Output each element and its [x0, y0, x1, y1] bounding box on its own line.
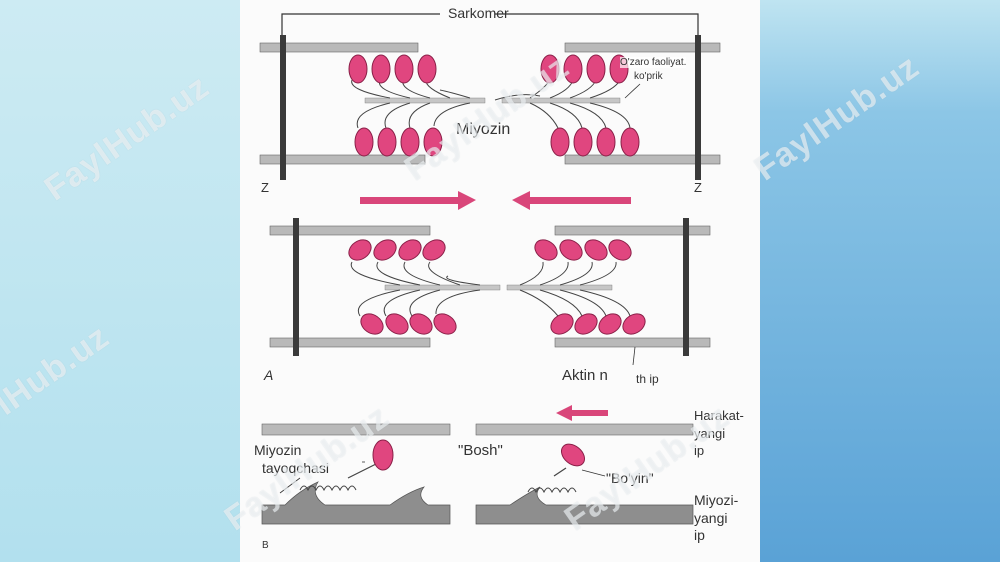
myosin-filament-label-line2: yangi — [694, 510, 728, 526]
actin-filament — [554, 337, 711, 348]
sarkomer-label: Sarkomer — [448, 5, 509, 21]
myosin-filament — [384, 284, 501, 291]
top-sarcomere — [259, 35, 721, 180]
myosin-rod-label-line1: Miyozin — [254, 442, 302, 458]
myosin-filament-label-line1: Miyozi- — [694, 492, 739, 508]
myosin-filament — [364, 97, 486, 104]
actin-filament — [269, 225, 431, 236]
cross-bridge-label-line1: O'zaro faoliyat. — [620, 57, 687, 68]
actin-filament — [269, 337, 431, 348]
neck-label: "Bo'yin" — [606, 470, 654, 486]
z-label-right: Z — [694, 180, 702, 195]
z-line — [293, 218, 299, 356]
actin-filament-label-line1: Harakat- — [694, 408, 744, 423]
z-label-left: Z — [261, 180, 269, 195]
actin-filament-label-line3: ip — [694, 443, 705, 458]
myosin-filament-label-line3: ip — [694, 527, 705, 543]
contraction-arrows — [360, 191, 631, 210]
z-line — [280, 35, 286, 180]
actin-filament-label-line2: yangi — [694, 426, 726, 441]
cross-bridge-label-line2: ko'prik — [634, 71, 663, 82]
myosin-filament — [501, 97, 621, 104]
z-line — [695, 35, 701, 180]
panel-a-label: A — [264, 367, 274, 383]
middle-sarcomere — [269, 218, 711, 366]
myosin-filament — [506, 284, 613, 291]
myosin-head — [372, 439, 394, 471]
right-background — [760, 0, 1000, 562]
actin-filament — [554, 225, 711, 236]
diagram-card: Sarkomer O'zaro faoliyat. ko'prik Miyozi… — [240, 0, 760, 562]
miyozin-label: Miyozin — [456, 121, 511, 138]
myosin-head — [560, 443, 586, 467]
sarcomere-bracket — [281, 13, 699, 37]
head-label: "Bosh" — [458, 442, 503, 459]
myosin-rod-label-line2: tayoqchasi — [262, 460, 329, 476]
sarcomere-diagram — [259, 13, 721, 525]
panel-b-label: B — [262, 540, 269, 551]
actin-filament — [259, 154, 426, 165]
actin-filament — [564, 154, 721, 165]
panel-b — [261, 405, 694, 525]
aktin-label: Aktin n — [562, 367, 608, 384]
actin-filament — [564, 42, 721, 53]
left-background — [0, 0, 240, 562]
th-ip-label: th ip — [636, 372, 659, 386]
actin-filament — [259, 42, 419, 53]
z-line — [683, 218, 689, 356]
